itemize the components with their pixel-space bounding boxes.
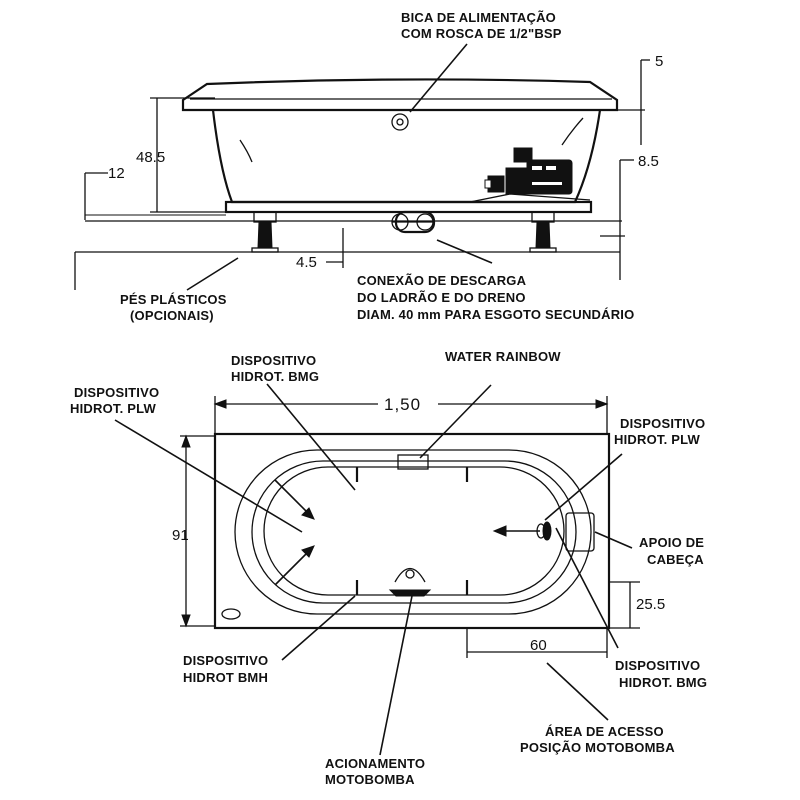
headrest-icon xyxy=(565,512,595,552)
pump-motor-icon xyxy=(484,147,573,195)
access-area-label-line2: POSIÇÃO MOTOBOMBA xyxy=(520,740,675,755)
foot-left-icon xyxy=(251,211,279,253)
dim-side: 25.5 xyxy=(636,596,665,613)
bmg-top-label-line2: HIDROT. BMG xyxy=(231,369,319,384)
plw-right-label-line2: HIDROT. PLW xyxy=(614,432,701,447)
access-area-label-line1: ÁREA DE ACESSO xyxy=(545,724,664,739)
feet-label-line1: PÉS PLÁSTICOS xyxy=(120,292,227,307)
water-rainbow-icon xyxy=(397,454,429,470)
pump-actuator-label-line1: ACIONAMENTO xyxy=(325,756,425,771)
drain-connection-icon xyxy=(391,210,436,234)
plw-right-label-line1: DISPOSITIVO xyxy=(620,416,705,431)
pump-actuator-label-line2: MOTOBOMBA xyxy=(325,772,415,787)
headrest-label-line2: CABEÇA xyxy=(647,552,704,567)
jet-arrows xyxy=(274,479,540,586)
spout-icon xyxy=(391,113,409,131)
drain-label-line2: DO LADRÃO E DO DRENO xyxy=(357,290,526,305)
foot-right-icon xyxy=(529,211,557,253)
bmh-label-line1: DISPOSITIVO xyxy=(183,653,268,668)
bmh-label-line2: HIDROT BMH xyxy=(183,670,268,685)
dim-base: 12 xyxy=(108,165,125,182)
dim-rim: 5 xyxy=(655,53,663,70)
tub-outline xyxy=(213,432,611,630)
spout-label-line2: COM ROSCA DE 1/2"BSP xyxy=(401,26,562,41)
top-view xyxy=(114,383,640,756)
dim-height: 48.5 xyxy=(136,149,165,166)
spout-label-line1: BICA DE ALIMENTAÇÃO xyxy=(401,10,556,25)
bmg-jet-marks xyxy=(355,467,469,595)
tub-base xyxy=(224,200,593,214)
dim-width: 91 xyxy=(172,527,189,544)
overflow-icon xyxy=(221,608,241,620)
dim-pump: 8.5 xyxy=(638,153,659,170)
bmg-bottom-label-line1: DISPOSITIVO xyxy=(615,658,700,673)
dim-foot: 4.5 xyxy=(296,254,317,271)
pump-actuator-icon xyxy=(388,567,432,597)
feet-label-line2: (OPCIONAIS) xyxy=(130,308,214,323)
dim-length: 1,50 xyxy=(384,395,421,414)
plw-left-label-line2: HIDROT. PLW xyxy=(70,401,157,416)
water-rainbow-label: WATER RAINBOW xyxy=(445,349,561,364)
dim-access: 60 xyxy=(530,637,547,654)
bmg-top-label-line1: DISPOSITIVO xyxy=(231,353,316,368)
side-view xyxy=(74,43,650,291)
bmg-bottom-label-line2: HIDROT. BMG xyxy=(619,675,707,690)
tub-outer-oval xyxy=(234,449,592,615)
headrest-label-line1: APOIO DE xyxy=(639,535,704,550)
plw-left-label-line1: DISPOSITIVO xyxy=(74,385,159,400)
tub-rim xyxy=(181,78,619,112)
drain-label-line3: DIAM. 40 mm PARA ESGOTO SECUNDÁRIO xyxy=(357,307,634,322)
drain-label-line1: CONEXÃO DE DESCARGA xyxy=(357,273,527,288)
